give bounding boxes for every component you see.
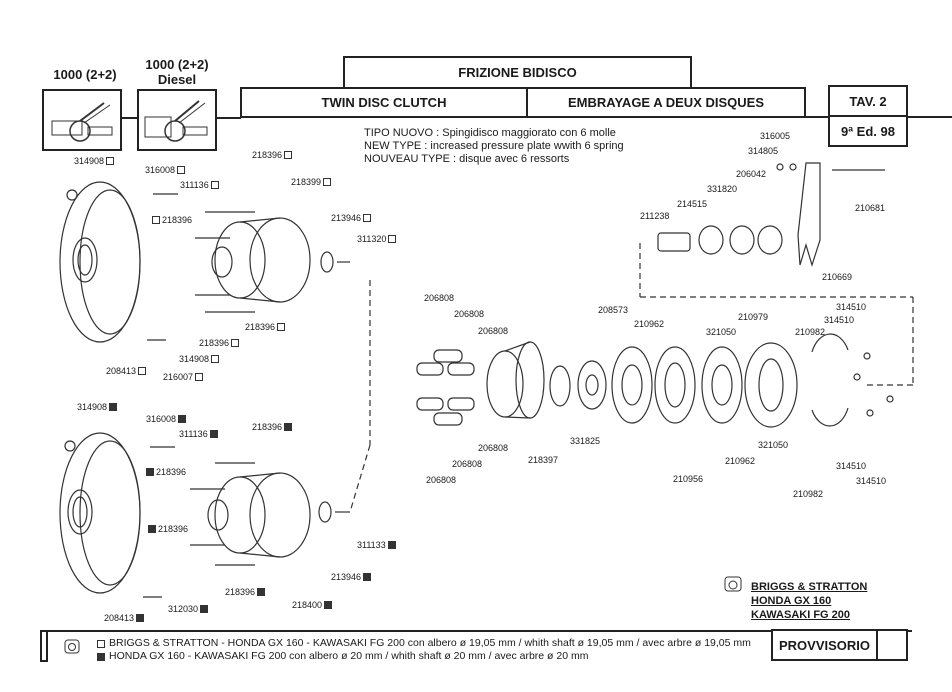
part-label: 206042 [736,169,767,179]
part-label: 210982 [795,327,826,337]
footer-legend: BRIGGS & STRATTON - HONDA GX 160 - KAWAS… [97,637,751,663]
notes: TIPO NUOVO : Spingidisco maggiorato con … [364,127,624,166]
part-label: 208573 [598,305,629,315]
engine-honda: HONDA GX 160 [751,595,832,607]
part-label: 314908 [77,402,118,412]
part-label: 314510 [836,461,867,471]
part-label: 208413 [104,613,145,623]
part-label: 213946 [331,213,372,223]
part-label: 218396 [245,322,286,332]
table-number: TAV. 2 [828,85,908,117]
dashed-guides [349,243,914,513]
title-english: TWIN DISC CLUTCH [240,87,528,118]
open-square-marker [97,639,105,648]
note-italian: TIPO NUOVO : Spingidisco maggiorato con … [364,127,616,139]
part-label: 216007 [163,372,204,382]
footer-left-tab [40,630,48,662]
part-label: 311133 [357,540,396,550]
tractor-diesel-icon [144,100,208,142]
engine-briggs: BRIGGS & STRATTON [751,581,868,593]
part-label: 218399 [291,177,332,187]
edition-label: 9ª Ed. 98 [828,115,908,147]
part-label: 218400 [292,600,333,610]
part-label: 206808 [478,326,509,336]
part-label: 311320 [357,234,397,244]
tractor-image-1000 [42,89,122,151]
part-label: 311136 [180,180,219,190]
model-label-1000-diesel: 1000 (2+2) Diesel [145,57,209,87]
part-label: 218396 [225,587,266,597]
part-label: 331825 [570,436,601,446]
title-italian: FRIZIONE BIDISCO [343,56,692,89]
status-blank-cell [876,629,908,661]
part-label: 314510 [824,315,855,325]
flange-upper [59,181,141,343]
engine-icon [724,576,742,592]
note-french: NOUVEAU TYPE : disque avec 6 ressorts [364,153,570,165]
part-label: 321050 [758,440,789,450]
part-label: 316008 [145,165,186,175]
engine-kawasaki: KAWASAKI FG 200 [751,609,851,621]
status-provvisorio: PROVVISORIO [771,629,878,661]
part-label: 206808 [424,293,455,303]
legend-open: BRIGGS & STRATTON - HONDA GX 160 - KAWAS… [97,637,751,650]
part-label: 312030 [168,604,209,614]
part-label: 206808 [426,475,457,485]
engine-icon-footer [64,639,80,654]
part-label: 314805 [748,146,779,156]
fork-assembly [657,162,885,268]
part-label: 316005 [760,131,791,141]
part-label: 314908 [179,354,220,364]
part-label: 210681 [855,203,886,213]
part-label: 210962 [725,456,756,466]
model-label-1000: 1000 (2+2) [53,67,117,82]
part-label: 206808 [452,459,483,469]
part-label: 210962 [634,319,665,329]
part-label: 314908 [74,156,115,166]
part-label: 218396 [252,422,293,432]
part-label: 210982 [793,489,824,499]
part-label: 214515 [677,199,708,209]
part-label: 218397 [528,455,559,465]
part-label: 208413 [106,366,147,376]
part-label: 218396 [146,467,186,477]
filled-square-marker [97,652,105,661]
part-label: 218396 [152,215,192,225]
note-english: NEW TYPE : increased pressure plate wwit… [364,140,624,152]
pressure-plate [486,333,894,428]
part-label: 210956 [673,474,704,484]
hub-upper [147,193,350,341]
legend-filled: HONDA GX 160 - KAWASAKI FG 200 con alber… [97,650,751,663]
part-label: 206808 [478,443,509,453]
tractor-icon [51,102,113,142]
part-label: 218396 [252,150,293,160]
part-label: 218396 [199,338,240,348]
hub-lower [143,446,350,598]
part-label: 316008 [146,414,187,424]
part-label: 206808 [454,309,485,319]
part-label: 211238 [640,211,670,221]
part-label: 213946 [331,572,372,582]
part-label: 321050 [706,327,737,337]
part-label: 210979 [738,312,769,322]
engine-list: BRIGGS & STRATTON HONDA GX 160 KAWASAKI … [751,580,867,622]
part-label: 314510 [856,476,887,486]
flange-lower [59,432,141,594]
part-label: 314510 [836,302,867,312]
part-label: 218396 [148,524,188,534]
springs [416,349,475,426]
title-french: EMBRAYAGE A DEUX DISQUES [526,87,806,118]
part-label: 311136 [179,429,218,439]
part-label: 210669 [822,272,853,282]
tractor-image-1000-diesel [137,89,217,151]
part-label: 331820 [707,184,738,194]
